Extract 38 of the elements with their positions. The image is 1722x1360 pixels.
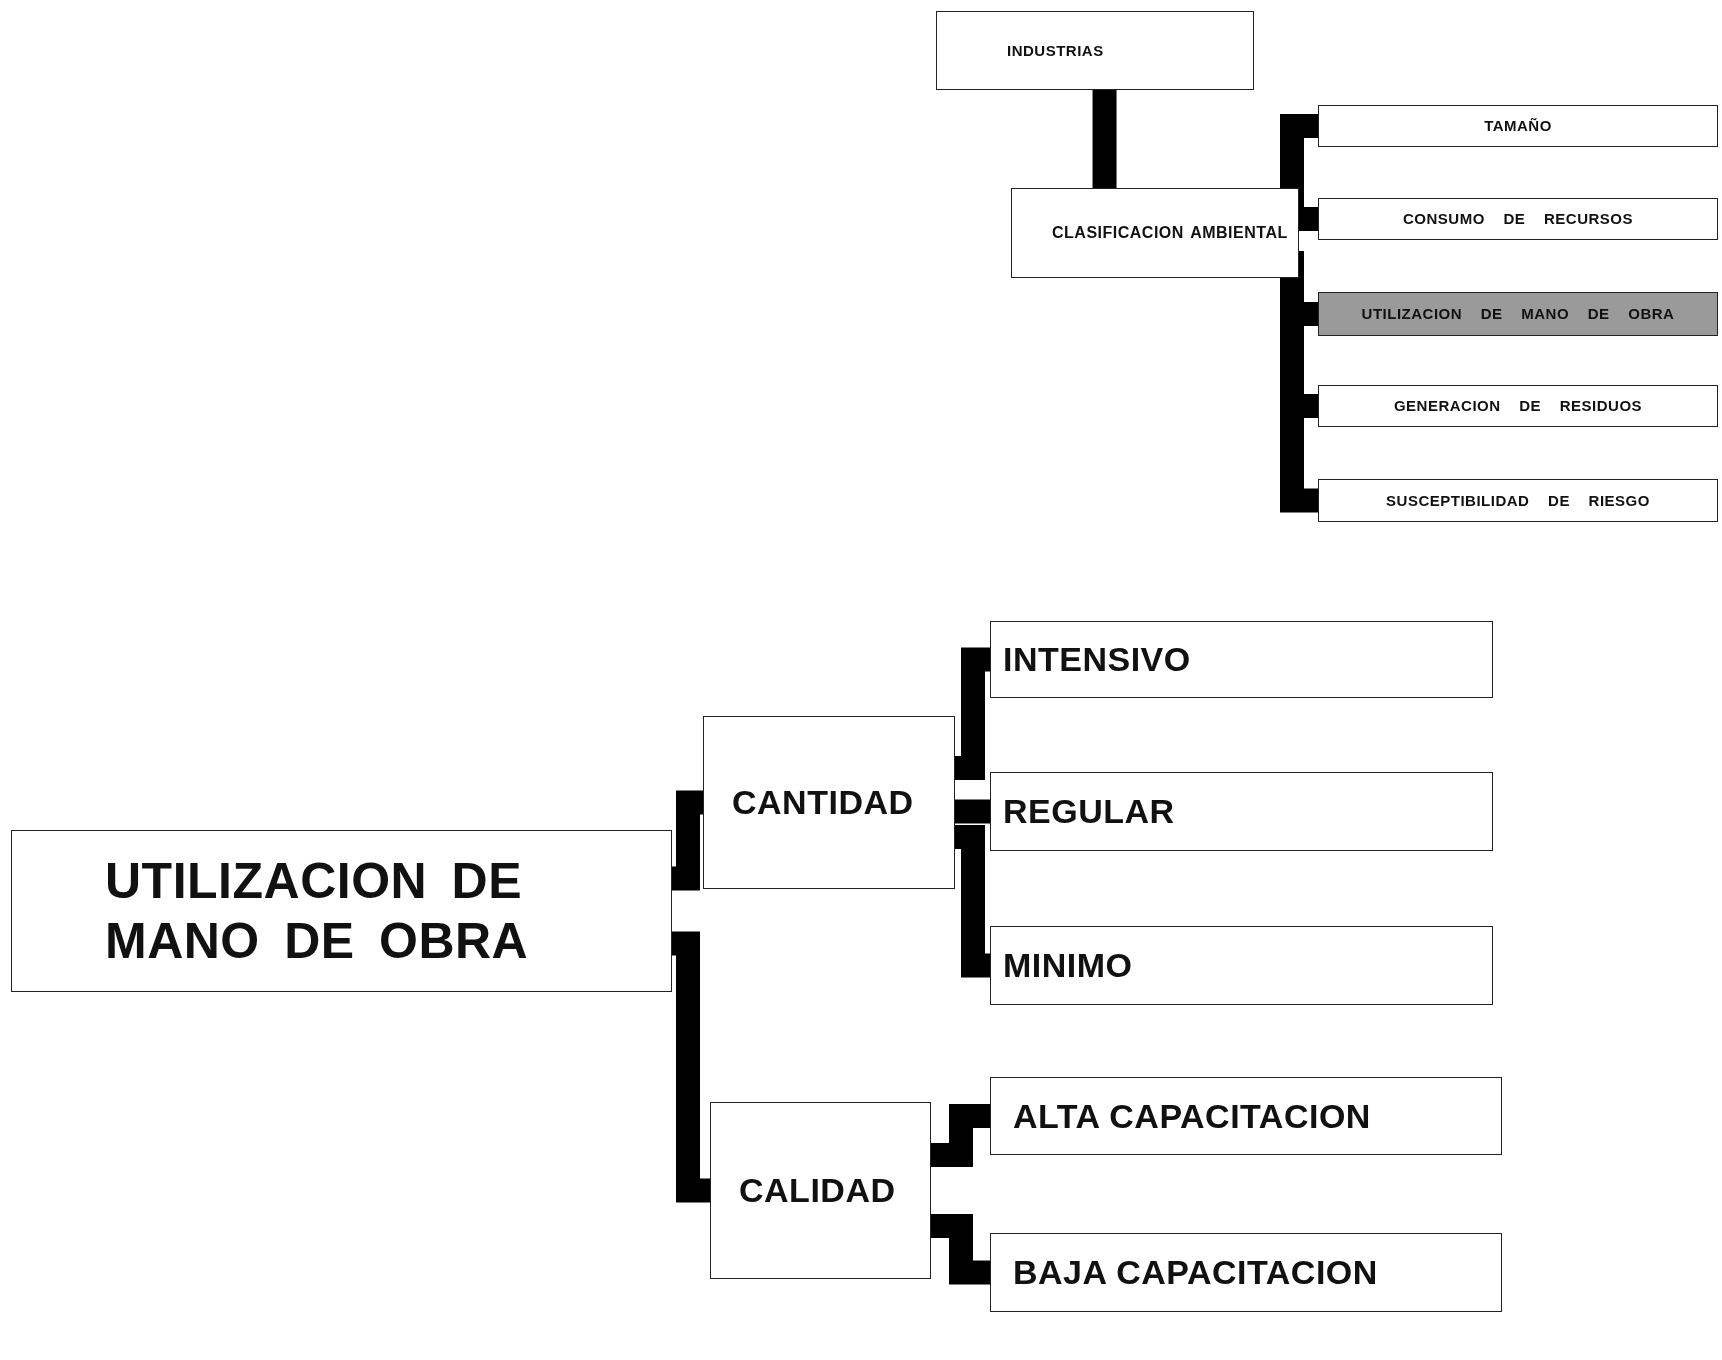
connector-bar: [955, 799, 990, 824]
box-label: REGULAR: [1003, 791, 1175, 832]
category-box: [1318, 105, 1718, 147]
box-label: MINIMO: [1003, 945, 1133, 986]
category-box: [990, 926, 1493, 1005]
category-box: [703, 716, 955, 889]
box-label: TAMAÑO: [1484, 117, 1552, 135]
category-box: [1318, 198, 1718, 240]
box-label: UTILIZACION DE MANO DE OBRA: [105, 852, 530, 971]
box-label: BAJA CAPACITACION: [1013, 1252, 1378, 1293]
connector-bar: [1092, 90, 1117, 188]
category-box: [936, 11, 1254, 90]
connector-bar: [931, 1213, 990, 1285]
category-box: [990, 621, 1493, 698]
box-label: INDUSTRIAS: [1007, 41, 1104, 60]
connector-bar: [955, 647, 990, 780]
category-box: [990, 1233, 1502, 1312]
category-box: [1011, 188, 1299, 278]
connector-bar: [931, 1104, 990, 1168]
category-box: [1318, 479, 1718, 522]
connector-bar: [672, 790, 703, 891]
category-box: [990, 772, 1493, 851]
box-label: SUSCEPTIBILIDAD DE RIESGO: [1386, 491, 1650, 510]
box-label: UTILIZACION DE MANO DE OBRA: [1361, 305, 1675, 323]
connector-bar: [672, 931, 710, 1203]
category-box: [11, 830, 672, 992]
box-label: INTENSIVO: [1003, 639, 1191, 680]
box-label: CONSUMO DE RECURSOS: [1403, 210, 1633, 228]
box-label: CLASIFICACION AMBIENTAL: [1052, 223, 1288, 243]
category-box: [1318, 385, 1718, 427]
box-label: CALIDAD: [739, 1170, 896, 1211]
box-label: CANTIDAD: [732, 782, 914, 823]
box-label: GENERACION DE RESIDUOS: [1393, 397, 1643, 415]
connector-bar: [955, 825, 990, 978]
category-box: [990, 1077, 1502, 1155]
category-box: [710, 1102, 931, 1279]
highlighted-box: [1318, 292, 1718, 336]
box-label: ALTA CAPACITACION: [1013, 1095, 1371, 1137]
